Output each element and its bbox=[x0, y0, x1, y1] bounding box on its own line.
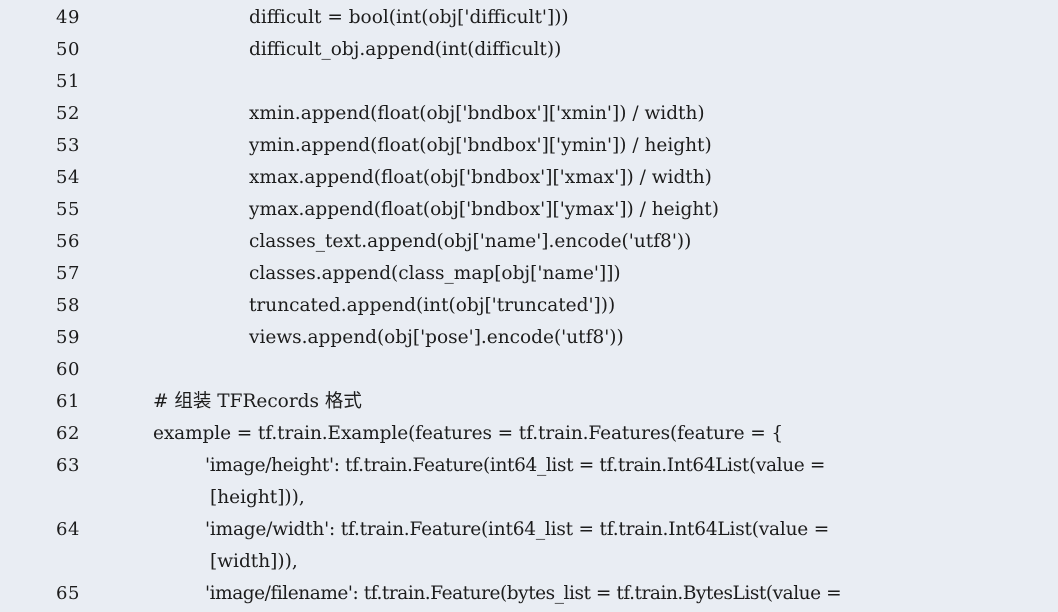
line-number: 63 bbox=[56, 455, 80, 476]
code-text: example = tf.train.Example(features = tf… bbox=[153, 423, 784, 444]
code-text-continuation: [height])), bbox=[210, 487, 305, 508]
code-line-49: 49 difficult = bool(int(obj['difficult']… bbox=[0, 4, 1058, 32]
code-comment: # 组装 TFRecords 格式 bbox=[153, 391, 362, 412]
line-number: 54 bbox=[56, 167, 80, 188]
code-line-61: 61 # 组装 TFRecords 格式 bbox=[0, 388, 1058, 416]
line-number: 53 bbox=[56, 135, 80, 156]
line-number: 61 bbox=[56, 391, 80, 412]
line-number: 51 bbox=[56, 71, 80, 92]
code-line-64-continuation: [width])), bbox=[0, 548, 1058, 576]
code-line-65: 65 'image/filename': tf.train.Feature(by… bbox=[0, 580, 1058, 608]
code-line-54: 54 xmax.append(float(obj['bndbox']['xmax… bbox=[0, 164, 1058, 192]
line-number: 49 bbox=[56, 7, 80, 28]
code-text: 'image/height': tf.train.Feature(int64_l… bbox=[205, 455, 826, 476]
code-line-53: 53 ymin.append(float(obj['bndbox']['ymin… bbox=[0, 132, 1058, 160]
code-line-56: 56 classes_text.append(obj['name'].encod… bbox=[0, 228, 1058, 256]
code-text: difficult = bool(int(obj['difficult'])) bbox=[249, 7, 569, 28]
code-line-58: 58 truncated.append(int(obj['truncated']… bbox=[0, 292, 1058, 320]
code-line-51: 51 bbox=[0, 68, 1058, 96]
line-number: 58 bbox=[56, 295, 80, 316]
line-number: 57 bbox=[56, 263, 80, 284]
line-number: 55 bbox=[56, 199, 80, 220]
code-line-55: 55 ymax.append(float(obj['bndbox']['ymax… bbox=[0, 196, 1058, 224]
line-number: 60 bbox=[56, 359, 80, 380]
code-text: classes_text.append(obj['name'].encode('… bbox=[249, 231, 692, 252]
line-number: 50 bbox=[56, 39, 80, 60]
code-line-63: 63 'image/height': tf.train.Feature(int6… bbox=[0, 452, 1058, 480]
code-line-52: 52 xmin.append(float(obj['bndbox']['xmin… bbox=[0, 100, 1058, 128]
code-text: views.append(obj['pose'].encode('utf8')) bbox=[249, 327, 624, 348]
code-text: 'image/filename': tf.train.Feature(bytes… bbox=[205, 583, 842, 604]
code-line-62: 62 example = tf.train.Example(features =… bbox=[0, 420, 1058, 448]
code-line-60: 60 bbox=[0, 356, 1058, 384]
code-line-59: 59 views.append(obj['pose'].encode('utf8… bbox=[0, 324, 1058, 352]
code-text: classes.append(class_map[obj['name']]) bbox=[249, 263, 621, 284]
line-number: 56 bbox=[56, 231, 80, 252]
code-text: 'image/width': tf.train.Feature(int64_li… bbox=[205, 519, 830, 540]
code-line-50: 50 difficult_obj.append(int(difficult)) bbox=[0, 36, 1058, 64]
code-text: difficult_obj.append(int(difficult)) bbox=[249, 39, 562, 60]
line-number: 62 bbox=[56, 423, 80, 444]
code-text-continuation: [width])), bbox=[210, 551, 298, 572]
code-line-64: 64 'image/width': tf.train.Feature(int64… bbox=[0, 516, 1058, 544]
code-text: xmin.append(float(obj['bndbox']['xmin'])… bbox=[249, 103, 705, 124]
code-text: truncated.append(int(obj['truncated'])) bbox=[249, 295, 616, 316]
code-text: ymax.append(float(obj['bndbox']['ymax'])… bbox=[249, 199, 719, 220]
code-line-63-continuation: [height])), bbox=[0, 484, 1058, 512]
code-text: xmax.append(float(obj['bndbox']['xmax'])… bbox=[249, 167, 712, 188]
line-number: 65 bbox=[56, 583, 80, 604]
code-line-57: 57 classes.append(class_map[obj['name']]… bbox=[0, 260, 1058, 288]
line-number: 59 bbox=[56, 327, 80, 348]
line-number: 64 bbox=[56, 519, 80, 540]
line-number: 52 bbox=[56, 103, 80, 124]
code-text: ymin.append(float(obj['bndbox']['ymin'])… bbox=[249, 135, 712, 156]
